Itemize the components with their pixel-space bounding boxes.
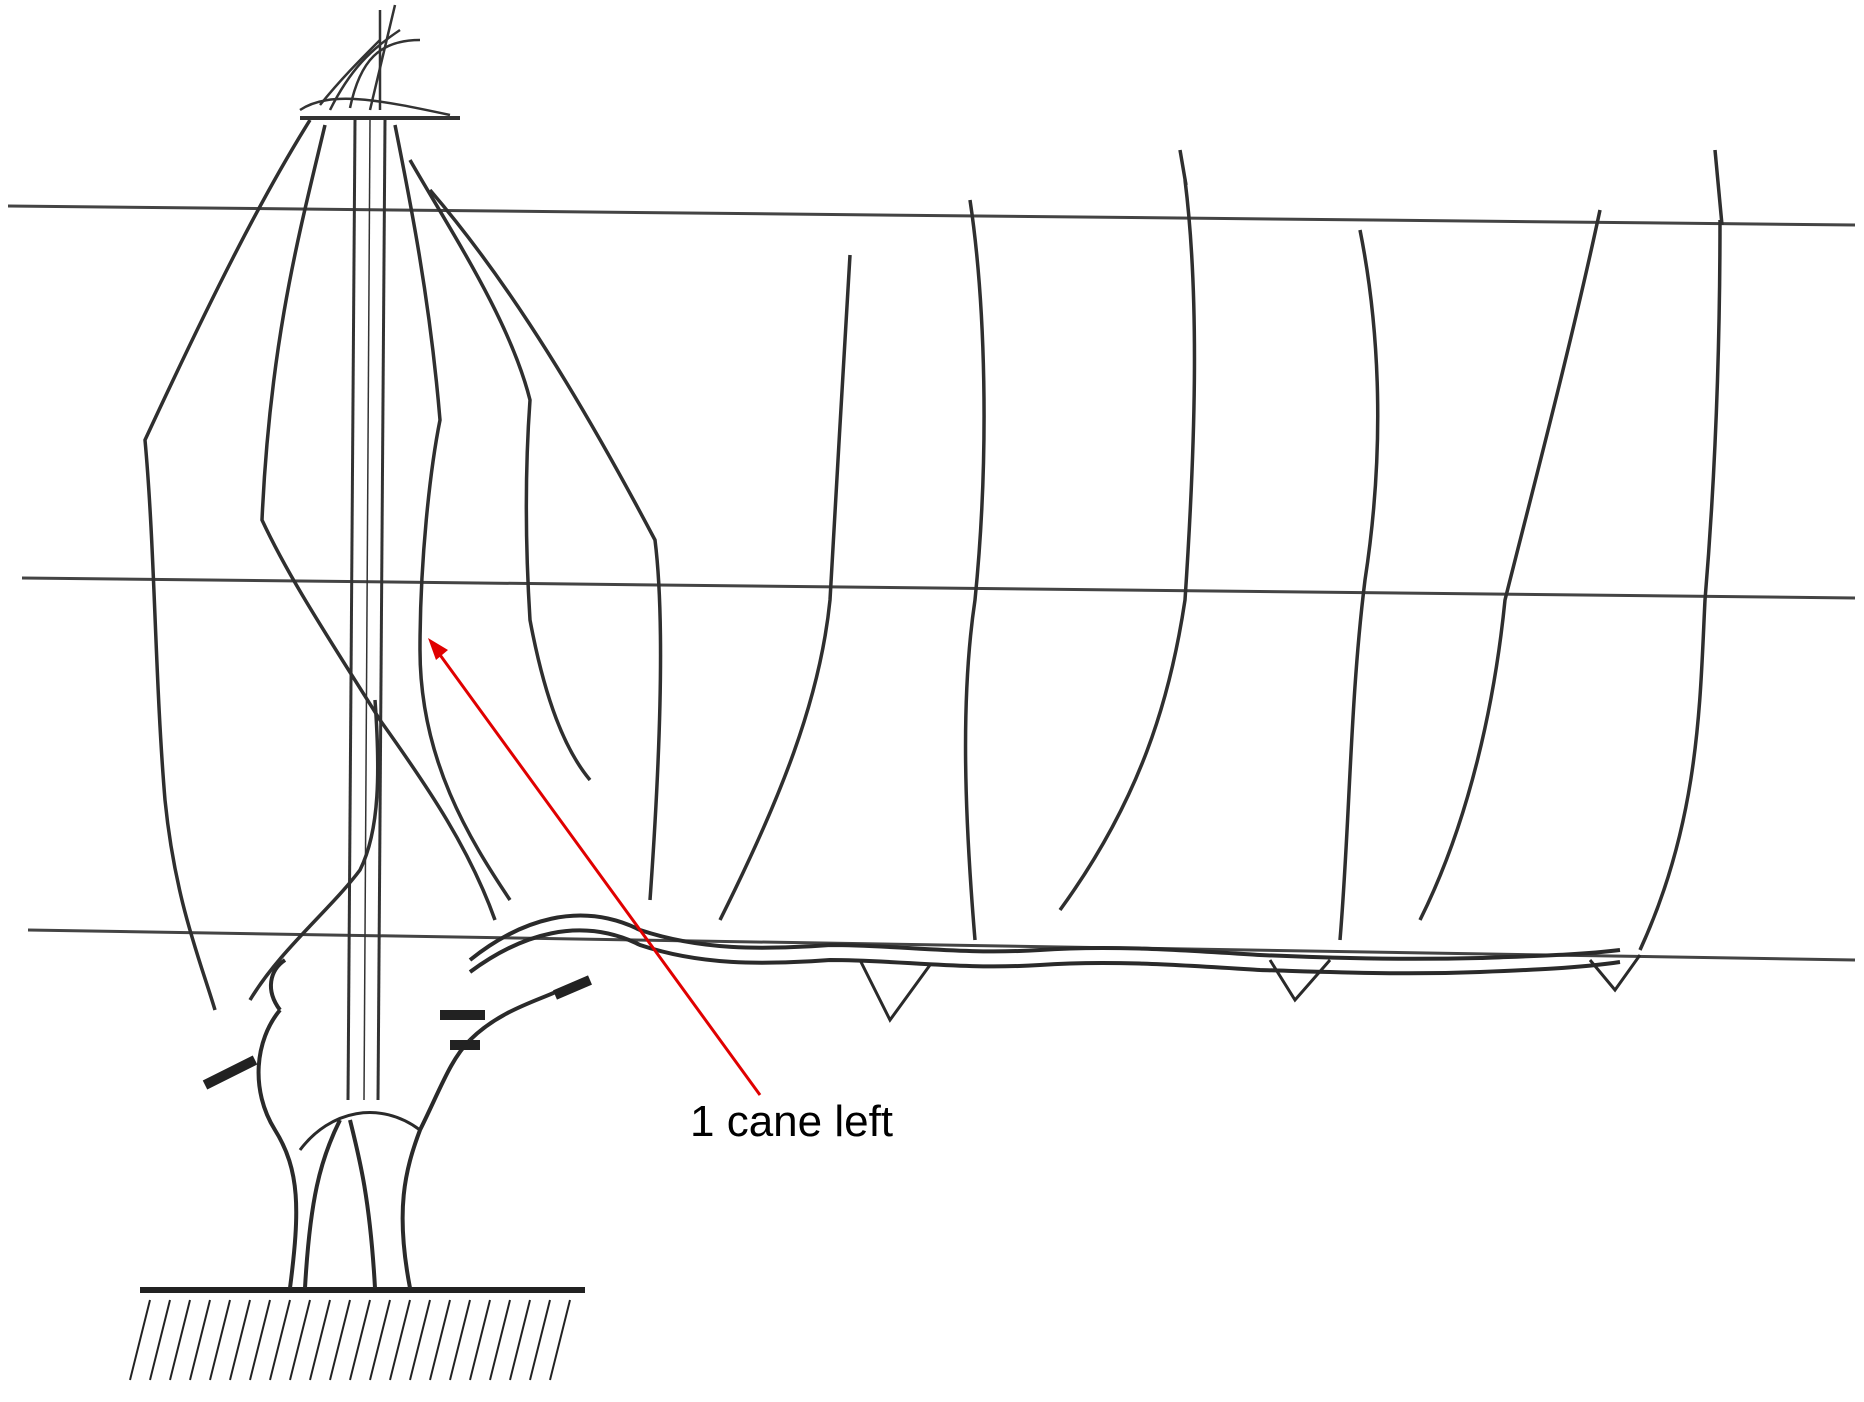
left-arched-canes	[145, 120, 660, 1010]
top-wire	[8, 206, 1855, 225]
trellis-wires	[8, 206, 1855, 960]
vine-trunk	[259, 960, 560, 1288]
annotation-label: 1 cane left	[690, 1097, 893, 1147]
pruning-cut-marks	[205, 980, 590, 1085]
cordon-arm	[470, 916, 1620, 974]
ground	[130, 1290, 585, 1380]
vine-stake	[348, 120, 385, 1100]
upright-canes	[720, 150, 1722, 950]
tied-canes-top	[300, 5, 460, 118]
annotation-arrow	[428, 638, 760, 1095]
